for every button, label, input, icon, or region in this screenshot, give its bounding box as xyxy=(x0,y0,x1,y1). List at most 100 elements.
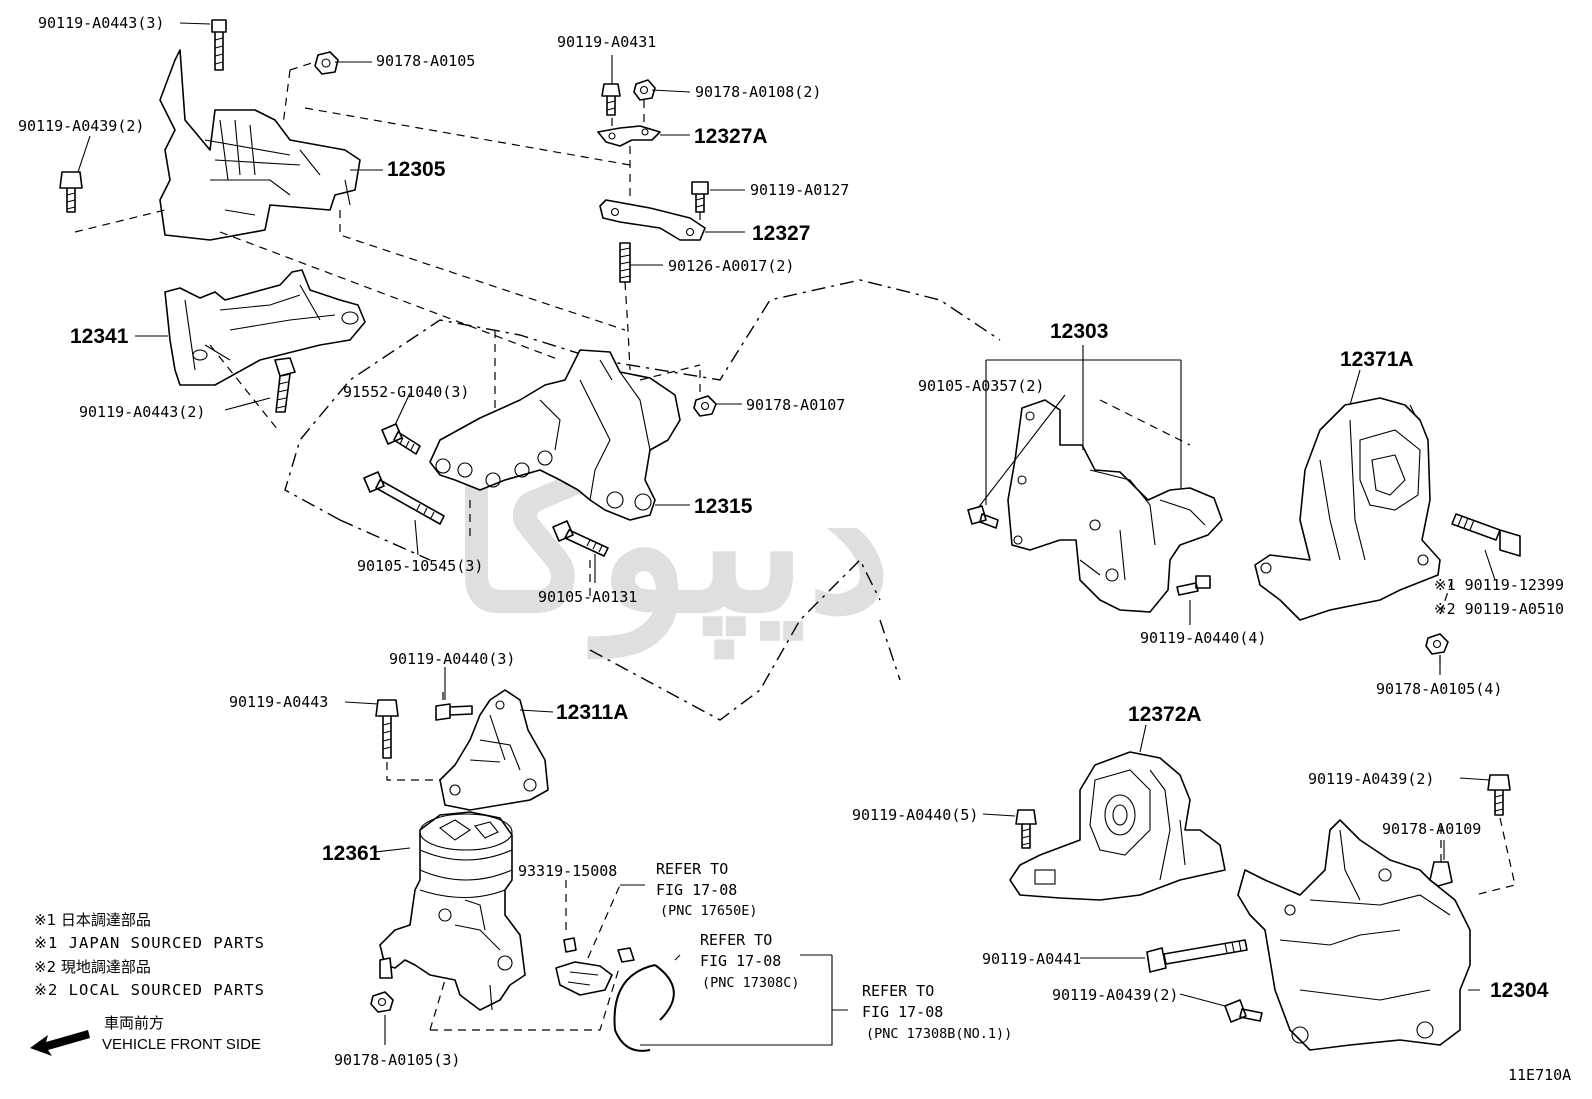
label-90119-A0440-5: 90119-A0440(5) xyxy=(852,806,978,824)
label-12311A: 12311A xyxy=(556,701,628,724)
bolt-90119-12399[interactable] xyxy=(1451,513,1521,557)
svg-text:(PNC 17650E): (PNC 17650E) xyxy=(660,903,758,919)
label-90119-A0443-3: 90119-A0443(3) xyxy=(38,14,164,32)
bolt-90119-A0439-right[interactable] xyxy=(1487,774,1511,816)
svg-text:VEHICLE FRONT SIDE: VEHICLE FRONT SIDE xyxy=(102,1036,261,1053)
label-12327A: 12327A xyxy=(694,125,768,148)
label-12372A: 12372A xyxy=(1128,703,1202,726)
label-90178-A0105: 90178-A0105 xyxy=(376,52,475,70)
svg-text:※2 現地調達部品: ※2 現地調達部品 xyxy=(34,958,151,976)
label-12341: 12341 xyxy=(70,325,129,348)
bolt-90105-A0357[interactable] xyxy=(967,505,999,529)
label-90119-12399: ※1 90119-12399 xyxy=(1434,576,1564,594)
label-90178-A0105-3: 90178-A0105(3) xyxy=(334,1051,460,1069)
label-90105-A0131: 90105-A0131 xyxy=(538,588,637,606)
bolt-90119-A0439-top[interactable] xyxy=(59,171,83,213)
refer-note-17308B[interactable]: REFER TO FIG 17-08 (PNC 17308B(NO.1)) xyxy=(862,982,1012,1042)
nut-90178-A0108[interactable] xyxy=(633,79,656,101)
label-90178-A0107: 90178-A0107 xyxy=(746,396,845,414)
nut-90178-A0105-3[interactable] xyxy=(370,991,394,1013)
sensor-part[interactable] xyxy=(555,947,635,996)
label-90126-A0017-2: 90126-A0017(2) xyxy=(668,257,794,275)
guide-line xyxy=(1099,399,1191,446)
label-12361: 12361 xyxy=(322,842,381,865)
part-12361[interactable] xyxy=(379,811,526,1011)
watermark: دیپوکا xyxy=(450,439,891,660)
label-90119-A0439-right: 90119-A0439(2) xyxy=(1308,770,1434,788)
clip-ring[interactable] xyxy=(613,964,675,1052)
part-12305[interactable] xyxy=(159,49,361,241)
label-90178-A0108-2: 90178-A0108(2) xyxy=(695,83,821,101)
diagram-id: 11E710A xyxy=(1508,1066,1571,1084)
label-90119-A0510: ※2 90119-A0510 xyxy=(1434,600,1564,618)
svg-text:REFER TO: REFER TO xyxy=(700,931,772,949)
arrow-left-icon xyxy=(30,1030,90,1056)
label-90119-A0440-4: 90119-A0440(4) xyxy=(1140,629,1266,647)
svg-text:FIG 17-08: FIG 17-08 xyxy=(700,952,781,970)
part-12303[interactable] xyxy=(1007,399,1223,613)
svg-text:FIG 17-08: FIG 17-08 xyxy=(862,1003,943,1021)
nut-90178-A0105-4[interactable] xyxy=(1425,633,1449,655)
bolt-90119-A0127[interactable] xyxy=(691,181,709,213)
bolt-90119-A0443[interactable] xyxy=(375,699,399,759)
bolt-90119-A0431[interactable] xyxy=(601,83,621,116)
bolt-90119-A0439-bottom[interactable] xyxy=(1224,999,1263,1023)
svg-text:(PNC 17308B(NO.1)): (PNC 17308B(NO.1)) xyxy=(866,1026,1012,1042)
vehicle-front-indicator: 車両前方 VEHICLE FRONT SIDE xyxy=(30,1014,261,1056)
label-12305: 12305 xyxy=(387,158,446,181)
part-12327A[interactable] xyxy=(597,125,661,147)
refer-note-17308C[interactable]: REFER TO FIG 17-08 (PNC 17308C) xyxy=(700,931,800,991)
label-93319-15008: 93319-15008 xyxy=(518,862,617,880)
label-90105-10545-3: 90105-10545(3) xyxy=(357,557,483,575)
part-12311A[interactable] xyxy=(439,689,549,811)
label-90119-A0441: 90119-A0441 xyxy=(982,950,1081,968)
sourcing-legend: ※1 日本調達部品 ※1 JAPAN SOURCED PARTS ※2 現地調達… xyxy=(34,911,265,999)
label-12304: 12304 xyxy=(1490,979,1549,1002)
bolt-90119-A0441[interactable] xyxy=(1146,939,1248,973)
label-91552-G1040-3: 91552-G1040(3) xyxy=(343,383,469,401)
svg-text:REFER TO: REFER TO xyxy=(656,860,728,878)
bolt-90119-A0440-5[interactable] xyxy=(1015,809,1037,849)
label-90119-A0440-3: 90119-A0440(3) xyxy=(389,650,515,668)
bolt-91552-G1040[interactable] xyxy=(381,423,421,455)
svg-text:※2 LOCAL SOURCED PARTS: ※2 LOCAL SOURCED PARTS xyxy=(34,981,265,999)
part-12372A[interactable] xyxy=(1009,751,1226,901)
label-90105-A0357-2: 90105-A0357(2) xyxy=(918,377,1044,395)
label-90178-A0105-4: 90178-A0105(4) xyxy=(1376,680,1502,698)
svg-text:※1 日本調達部品: ※1 日本調達部品 xyxy=(34,911,151,929)
bolt-90119-A0440-4[interactable] xyxy=(1176,575,1211,596)
nut-90178-A0105[interactable] xyxy=(314,51,339,75)
part-12341[interactable] xyxy=(164,269,366,386)
svg-text:(PNC 17308C): (PNC 17308C) xyxy=(702,975,800,991)
label-12303: 12303 xyxy=(1050,320,1108,343)
part-12304[interactable] xyxy=(1237,819,1471,1051)
part-93319-15008[interactable] xyxy=(563,937,577,953)
bolt-90119-A0440-3[interactable] xyxy=(435,703,473,721)
part-12327[interactable] xyxy=(599,199,706,241)
label-90119-A0443-2: 90119-A0443(2) xyxy=(79,403,205,421)
label-90119-A0431: 90119-A0431 xyxy=(557,33,656,51)
bolt-90119-A0443-2[interactable] xyxy=(274,357,296,413)
label-90119-A0439-top: 90119-A0439(2) xyxy=(18,117,144,135)
bolt-90119-A0443-3[interactable] xyxy=(211,19,227,71)
label-12327: 12327 xyxy=(752,222,810,245)
label-12371A: 12371A xyxy=(1340,348,1414,371)
nut-90178-A0109[interactable] xyxy=(1429,861,1453,887)
stud-90126-A0017[interactable] xyxy=(619,242,631,283)
engine-outline xyxy=(284,279,1001,721)
refer-note-17650E[interactable]: REFER TO FIG 17-08 (PNC 17650E) xyxy=(656,860,758,919)
label-90119-A0439-bottom: 90119-A0439(2) xyxy=(1052,986,1178,1004)
label-90119-A0127: 90119-A0127 xyxy=(750,181,849,199)
label-12315: 12315 xyxy=(694,495,753,518)
nut-90178-A0107[interactable] xyxy=(693,395,717,417)
part-12371A[interactable] xyxy=(1254,397,1441,621)
svg-text:FIG 17-08: FIG 17-08 xyxy=(656,881,737,899)
label-90119-A0443: 90119-A0443 xyxy=(229,693,328,711)
bolt-90105-A0131[interactable] xyxy=(552,520,609,557)
label-90178-A0109: 90178-A0109 xyxy=(1382,820,1481,838)
svg-text:REFER TO: REFER TO xyxy=(862,982,934,1000)
svg-text:車両前方: 車両前方 xyxy=(104,1014,164,1032)
part-12315[interactable] xyxy=(429,349,681,521)
bolt-90105-10545[interactable] xyxy=(363,471,445,525)
